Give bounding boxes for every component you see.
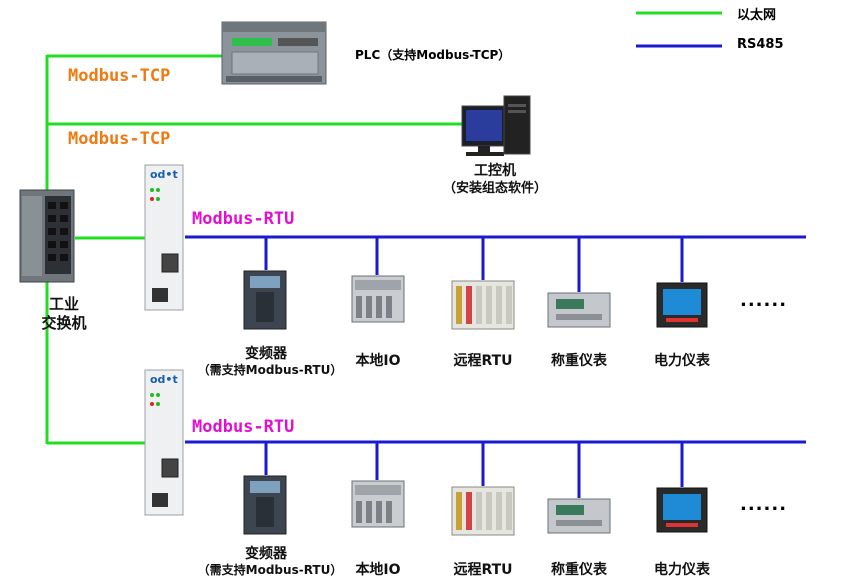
vfd-label: 变频器 [245,546,287,562]
power-meter-icon [656,487,708,533]
remote-rtu-icon [451,280,515,330]
plc-device-icon [221,21,327,85]
plc-label: PLC（支持Modbus-TCP） [355,48,511,62]
power-meter-label: 电力仪表 [654,353,710,369]
gateway-brand-1: od•t [150,168,178,181]
legend-rs485-label: RS485 [737,37,784,52]
industrial-switch-icon [19,189,75,283]
remote-rtu-label: 远程RTU [453,562,513,578]
vfd-sublabel: （需支持Modbus-RTU） [197,363,343,377]
local-io-icon [351,480,405,528]
ipc-label-line1: 工控机 [474,163,516,179]
weighing-indicator-label: 称重仪表 [551,562,607,578]
modbus-rtu-label-1: Modbus-RTU [192,209,295,229]
power-meter-icon [656,282,708,328]
gateway-brand-2: od•t [150,373,178,386]
power-meter-label: 电力仪表 [654,562,710,578]
modbus-rtu-label-2: Modbus-RTU [192,417,295,437]
weighing-indicator-icon [547,498,611,534]
local-io-label: 本地IO [355,353,401,369]
vfd-icon [243,475,287,535]
gateway-device-icon-2 [144,369,184,516]
weighing-indicator-label: 称重仪表 [551,353,607,369]
local-io-label: 本地IO [355,562,401,578]
modbus-tcp-label-1: Modbus-TCP [68,66,171,86]
remote-rtu-icon [451,486,515,536]
switch-label-line1: 工业 [48,295,79,313]
modbus-tcp-label-2: Modbus-TCP [68,129,171,149]
more-devices-ellipsis: ...... [740,290,788,311]
switch-label-line2: 交换机 [41,314,87,332]
vfd-sublabel: （需支持Modbus-RTU） [197,563,343,577]
industrial-pc-icon [461,95,531,156]
vfd-label: 变频器 [245,346,287,362]
weighing-indicator-icon [547,292,611,328]
gateway-device-icon-1 [144,164,184,311]
vfd-icon [243,270,287,330]
ipc-label-line2: （安装组态软件） [442,181,547,196]
local-io-icon [351,275,405,323]
legend-ethernet-label: 以太网 [737,8,777,23]
remote-rtu-label: 远程RTU [453,353,513,369]
more-devices-ellipsis: ...... [740,494,788,515]
